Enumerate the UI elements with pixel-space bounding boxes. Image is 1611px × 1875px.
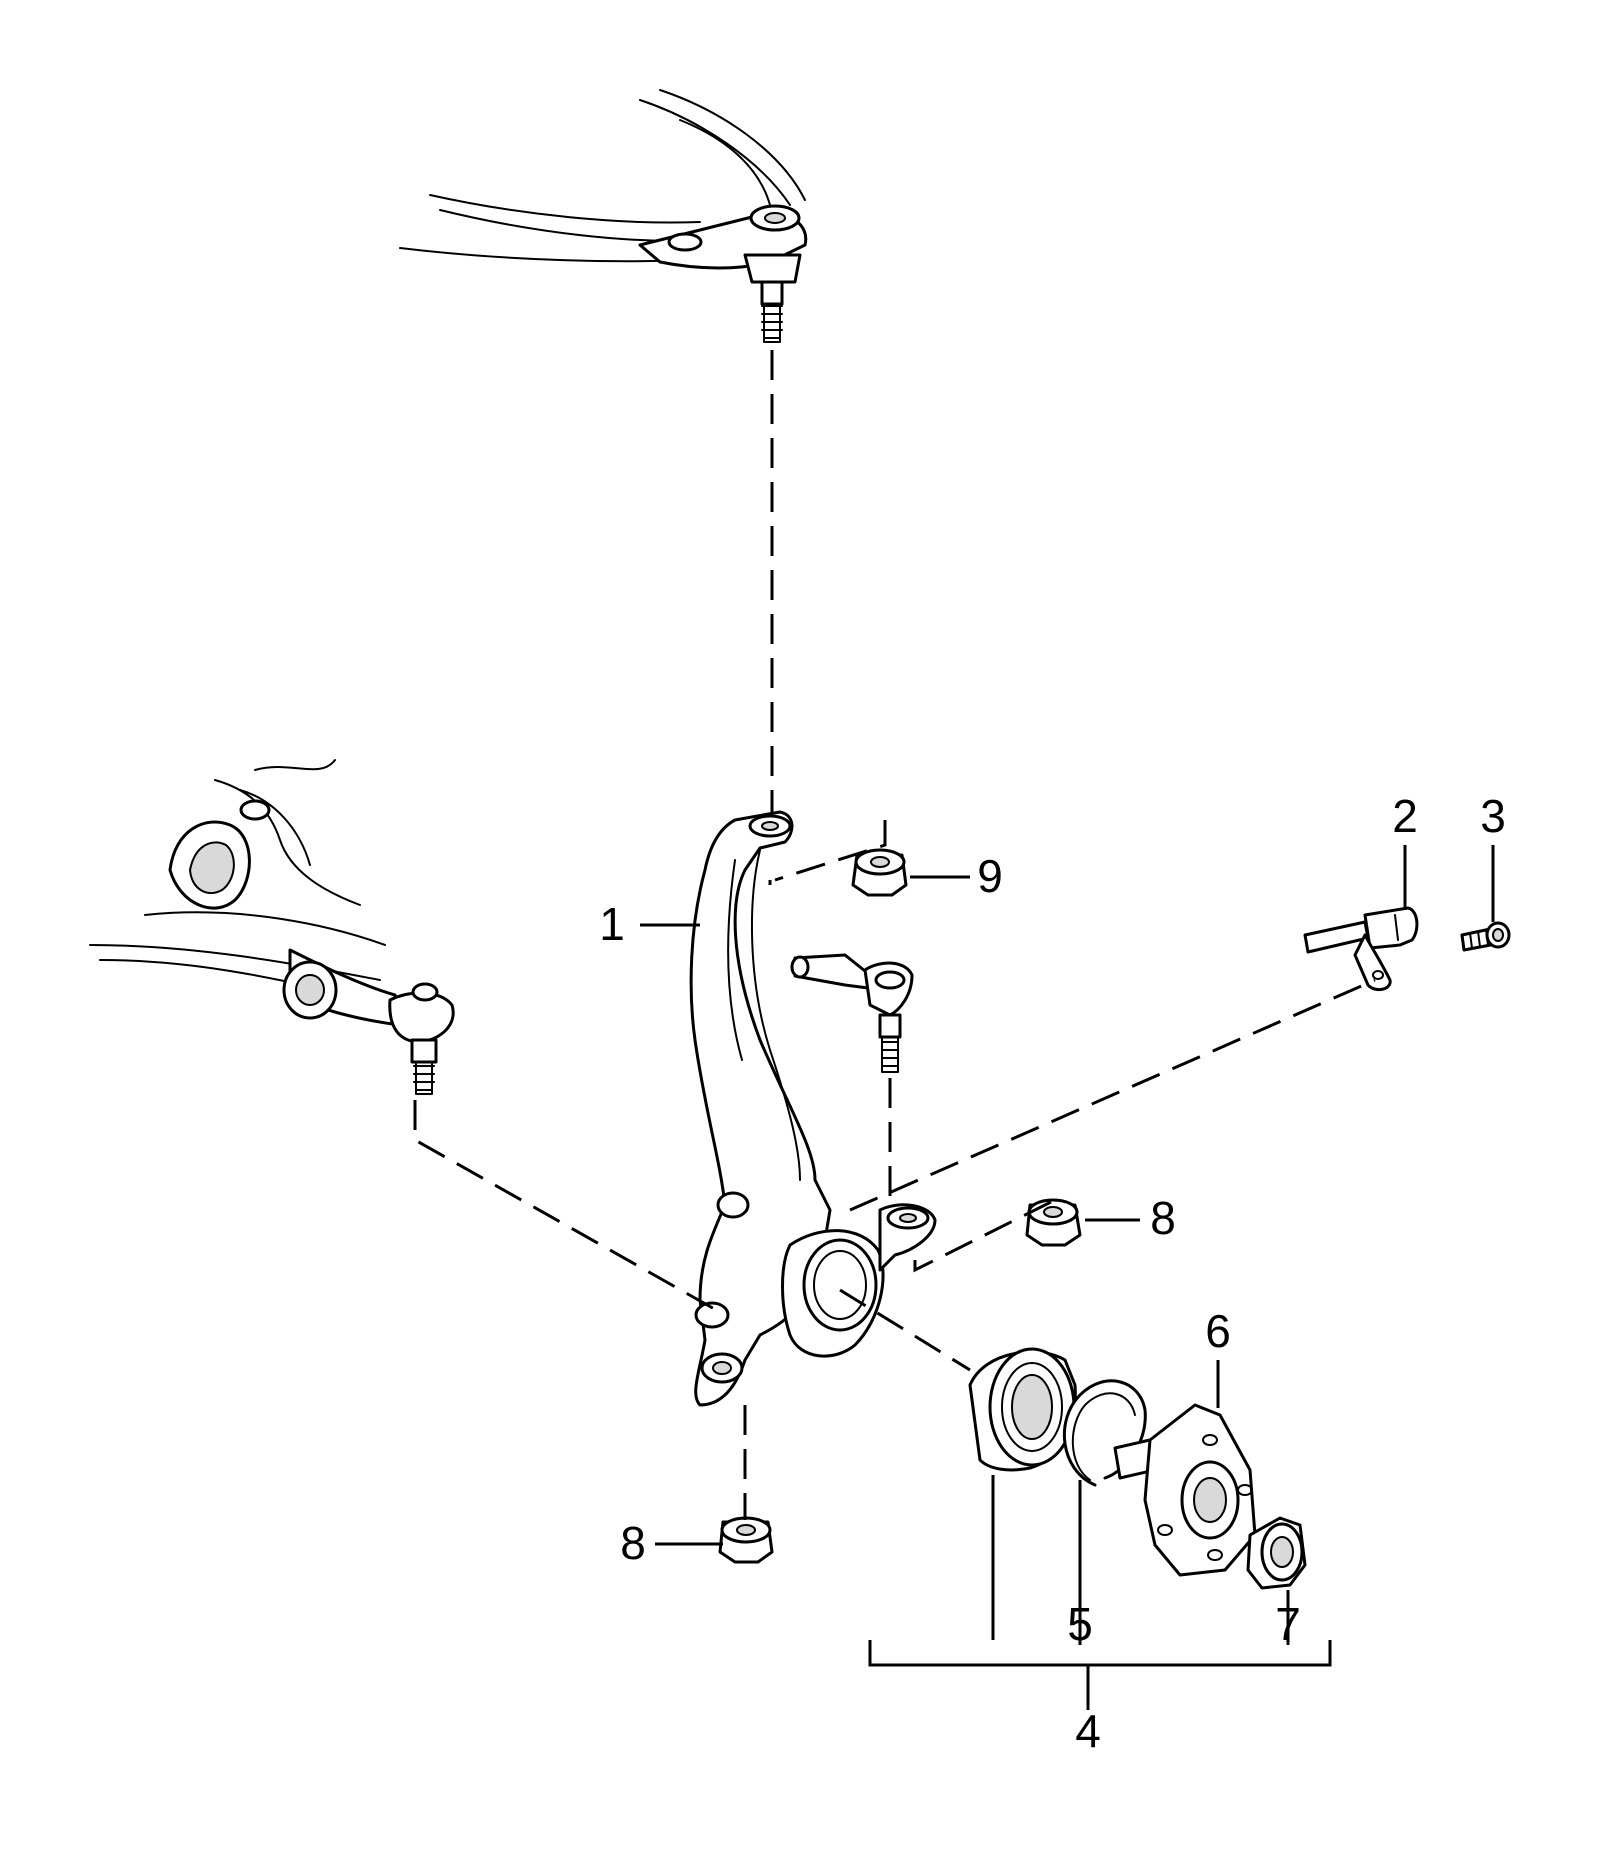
callout-5: 5 [1067,1598,1093,1650]
upper-arm-stud [761,303,783,343]
abs-sensor [1303,906,1419,992]
sensor-bolt [1460,921,1511,952]
lower-arm-stud [413,1063,435,1095]
lower-control-arm [89,759,455,1095]
wheel-hub [1113,1403,1257,1577]
nut-8-upper [1025,1198,1082,1247]
callout-3: 3 [1480,790,1506,842]
steering-knuckle [689,810,937,1407]
callout-6: 6 [1205,1305,1231,1357]
callout-1: 1 [599,898,625,950]
assembly-lines [413,350,1376,1520]
callout-8-lower: 8 [620,1517,646,1569]
callout-2: 2 [1392,790,1418,842]
upper-control-arm [399,89,808,343]
callout-4: 4 [1075,1705,1101,1757]
callout-8-upper: 8 [1150,1192,1176,1244]
callout-leaders [640,845,1495,1710]
hub-nut [1246,1516,1307,1590]
tie-rod-end [790,953,914,1073]
callout-7: 7 [1275,1598,1301,1650]
nut-9 [851,848,908,897]
callout-labels: 1 2 3 9 8 8 6 5 7 4 [599,790,1506,1757]
callout-9: 9 [977,850,1003,902]
wheel-bearing [968,1347,1077,1472]
nut-8-lower [718,1516,774,1564]
